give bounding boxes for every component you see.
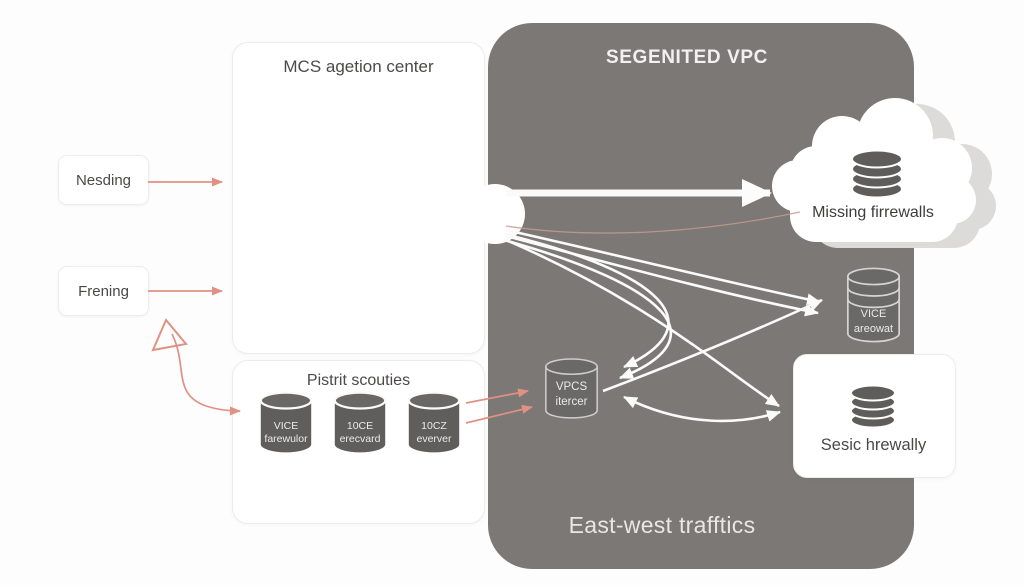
cylinder-10ce-erecvard: 10CE erecvard <box>332 390 388 454</box>
cylinder-vpcs-itercer: VPCS itercer <box>543 357 600 419</box>
cylinder-label: 10CE erecvard <box>339 419 381 446</box>
database-stack-icon <box>848 148 906 200</box>
database-cylinder-icon <box>259 391 313 453</box>
database-cylinder-icon <box>846 267 901 343</box>
cylinder-label: VPCS itercer <box>555 381 588 409</box>
database-cylinder-icon <box>333 391 387 453</box>
sesic-hrewally-label: Sesic hrewally <box>820 436 927 454</box>
pistrit-box-title: Pistrit scouties <box>306 372 411 389</box>
frening-label: Frening <box>78 282 129 300</box>
cylinder-vice-farewulor: VICE farewulor <box>258 390 314 454</box>
input-box-frening: Frening <box>58 266 149 316</box>
sesic-database-stack-icon <box>848 384 898 430</box>
cylinder-label: VICE farewulor <box>264 419 308 446</box>
cylinder-10cz-everver: 10CZ everver <box>406 390 462 454</box>
vpc-title: SEGENITED VPC <box>606 47 768 68</box>
mcs-box-title: MCS agetion center <box>283 57 434 76</box>
cylinder-label: 10CZ everver <box>416 419 452 446</box>
east-west-traffic-label: East-west trafftics <box>568 512 756 538</box>
mcs-agetion-center-box: MCS agetion center <box>232 42 485 354</box>
missing-firewalls-label: Missing firrewalls <box>812 204 934 221</box>
cylinder-label: VICE areowat <box>853 308 894 335</box>
cylinder-vice-areowat: VICE areowat <box>845 266 902 344</box>
database-cylinder-icon <box>407 391 461 453</box>
nesding-label: Nesding <box>75 171 132 189</box>
input-box-nesding: Nesding <box>58 155 149 205</box>
